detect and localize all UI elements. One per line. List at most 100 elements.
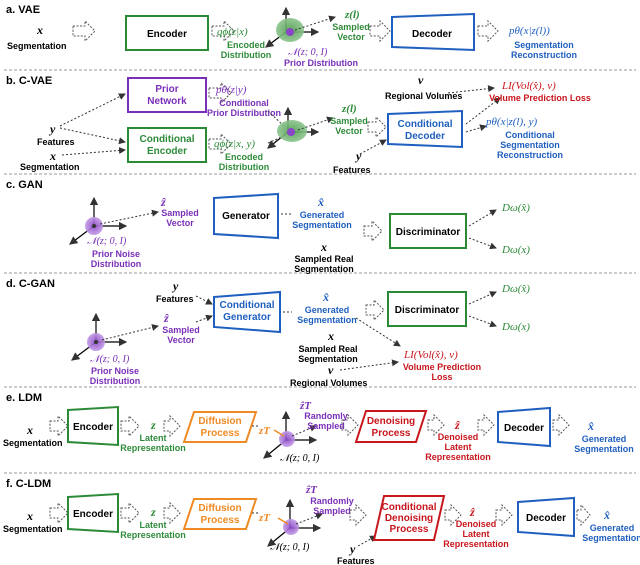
cldm-prior-blob — [283, 519, 299, 535]
cldm-decoder-label: Decoder — [526, 513, 566, 524]
ldm-sample-arrow — [291, 425, 317, 437]
ldm-z-label-2: Representation — [120, 443, 186, 453]
ldm-title: e. LDM — [6, 392, 42, 404]
ldm-xhat: x̂ — [587, 419, 594, 433]
cldm-z: z — [150, 505, 156, 519]
gan-zhat-label-2: Vector — [166, 218, 194, 228]
vae-z-label-2: Vector — [337, 32, 365, 42]
cvae-p: pθ(x|z(l), y) — [485, 116, 538, 128]
cldm-cond-denoise-1: Conditional — [382, 502, 437, 513]
ldm-encoder-label: Encoder — [73, 422, 113, 433]
ldm-rand-label-2: Sampled — [307, 421, 345, 431]
cvae-v-label: Regional Volumes — [385, 91, 462, 101]
ldm-diffusion-2: Process — [201, 428, 240, 439]
cldm-zhat: ẑ — [469, 505, 475, 519]
ldm-flow-arrow-3 — [163, 414, 181, 438]
cgan-xhat-label-1: Generated — [305, 305, 350, 315]
ldm-denoise-box — [354, 410, 428, 443]
cldm-xhat-label-2: Segmentation — [582, 533, 640, 543]
vae-z-label-1: Sampled — [332, 22, 370, 32]
vae-x-label: Segmentation — [7, 41, 67, 51]
ldm-zT: zT — [258, 425, 271, 437]
cgan-xhat-label-2: Segmentation — [297, 315, 357, 325]
cgan-x: x — [327, 329, 334, 343]
vae-flow-arrow-2 — [211, 19, 235, 43]
cldm-zhat-label-1: Denoised — [456, 519, 497, 529]
vae-flow-arrow-1 — [72, 19, 96, 43]
gan-xhat-label-1: Generated — [300, 210, 345, 220]
cvae-prior-net-2: Network — [147, 96, 187, 107]
gan-discriminator-box — [389, 213, 467, 249]
ldm-zhat-label-3: Representation — [425, 452, 491, 462]
gan-x: x — [320, 240, 327, 254]
vae-p: pθ(x|z(l)) — [508, 25, 550, 37]
cldm-flow-arrow-2 — [120, 501, 140, 525]
cgan-d1: Dω(x̂) — [501, 283, 530, 295]
panel-vae: a. VAE x Segmentation Encoder qϕ(z|x) En… — [6, 4, 577, 68]
gan-d2: Dω(x) — [501, 244, 530, 256]
cvae-p-zy-label-2: Prior Distribution — [207, 108, 281, 118]
gan-flow-arrow — [363, 219, 383, 243]
cvae-x-to-encoder-arrow — [61, 146, 126, 156]
cgan-zhat-label-2: Vector — [167, 335, 195, 345]
cldm-diffusion-2: Process — [201, 515, 240, 526]
panel-ldm: e. LDM x Segmentation Encoder z Latent R… — [3, 392, 634, 464]
gan-xhat-label-2: Segmentation — [292, 220, 352, 230]
cvae-z: z(l) — [341, 103, 357, 115]
ldm-diffusion-1: Diffusion — [198, 416, 241, 427]
ldm-encoder-box — [67, 405, 119, 447]
vae-title: a. VAE — [6, 4, 40, 16]
ldm-flow-arrow-5 — [427, 413, 445, 437]
cldm-flow-arrow-3 — [163, 501, 181, 525]
ldm-xhat-label-2: Segmentation — [574, 444, 634, 454]
cgan-loss: LI(Vol(x̂), v) — [403, 349, 458, 361]
gan-prior-label-1: Prior Noise — [92, 249, 140, 259]
cgan-x-label-1: Sampled Real — [298, 344, 357, 354]
cvae-v: v — [418, 73, 424, 87]
cgan-zhat-arrow — [195, 314, 213, 323]
ldm-decoder-label: Decoder — [504, 423, 544, 434]
cvae-cond-enc-2: Encoder — [147, 146, 187, 157]
cldm-flow-arrow-5 — [444, 503, 462, 527]
gan-sample-point — [92, 224, 96, 228]
gan-d1-arrow — [468, 209, 497, 227]
cgan-discriminator-box — [387, 291, 467, 327]
cvae-q-label-2: Distribution — [219, 162, 270, 172]
cgan-d1-arrow — [468, 291, 497, 305]
cvae-z-label-1: Sampled — [330, 116, 368, 126]
ldm-flow-arrow-7 — [552, 413, 570, 437]
vae-prior: 𝒩(z; 0, I) — [288, 47, 328, 58]
cvae-y-to-prior-arrow — [59, 93, 126, 127]
cgan-loss-label-2: Loss — [431, 372, 452, 382]
section-dividers — [4, 69, 636, 474]
ldm-xhat-label-1: Generated — [582, 434, 627, 444]
gan-generator-box — [213, 192, 279, 240]
ldm-flow-arrow-4 — [341, 413, 359, 437]
cldm-sample-arrow — [295, 512, 323, 525]
cvae-conditional-decoder-box — [387, 109, 463, 149]
cgan-prior-label-1: Prior Noise — [91, 366, 139, 376]
vae-prior-label: Prior Distribution — [284, 58, 358, 68]
ldm-zhat-label-1: Denoised — [438, 432, 479, 442]
vae-p-label-1: Segmentation — [514, 40, 574, 50]
gan-discriminator-label: Discriminator — [396, 227, 461, 238]
vae-x: x — [36, 23, 43, 37]
ldm-zT-marker — [273, 429, 285, 437]
cldm-zhat-label-3: Representation — [443, 539, 509, 549]
cvae-conditional-encoder-box — [127, 127, 207, 163]
cvae-cond-enc-1: Conditional — [140, 134, 195, 145]
cvae-y2-label: Features — [333, 165, 371, 175]
ldm-denoise-2: Process — [372, 428, 411, 439]
vae-encoder-box — [125, 15, 209, 51]
cgan-cond-gen-2: Generator — [223, 312, 271, 323]
cgan-v-label: Regional Volumes — [290, 378, 367, 388]
vae-flow-arrow-4 — [477, 19, 499, 43]
cgan-discriminator-label: Discriminator — [395, 305, 460, 316]
ldm-z: z — [150, 418, 156, 432]
gan-generator-label: Generator — [222, 211, 270, 222]
cvae-prior-net-1: Prior — [155, 84, 178, 95]
cldm-zhat-label-2: Latent — [463, 529, 490, 539]
cvae-loss: LI(Vol(x̂), v) — [501, 80, 556, 92]
